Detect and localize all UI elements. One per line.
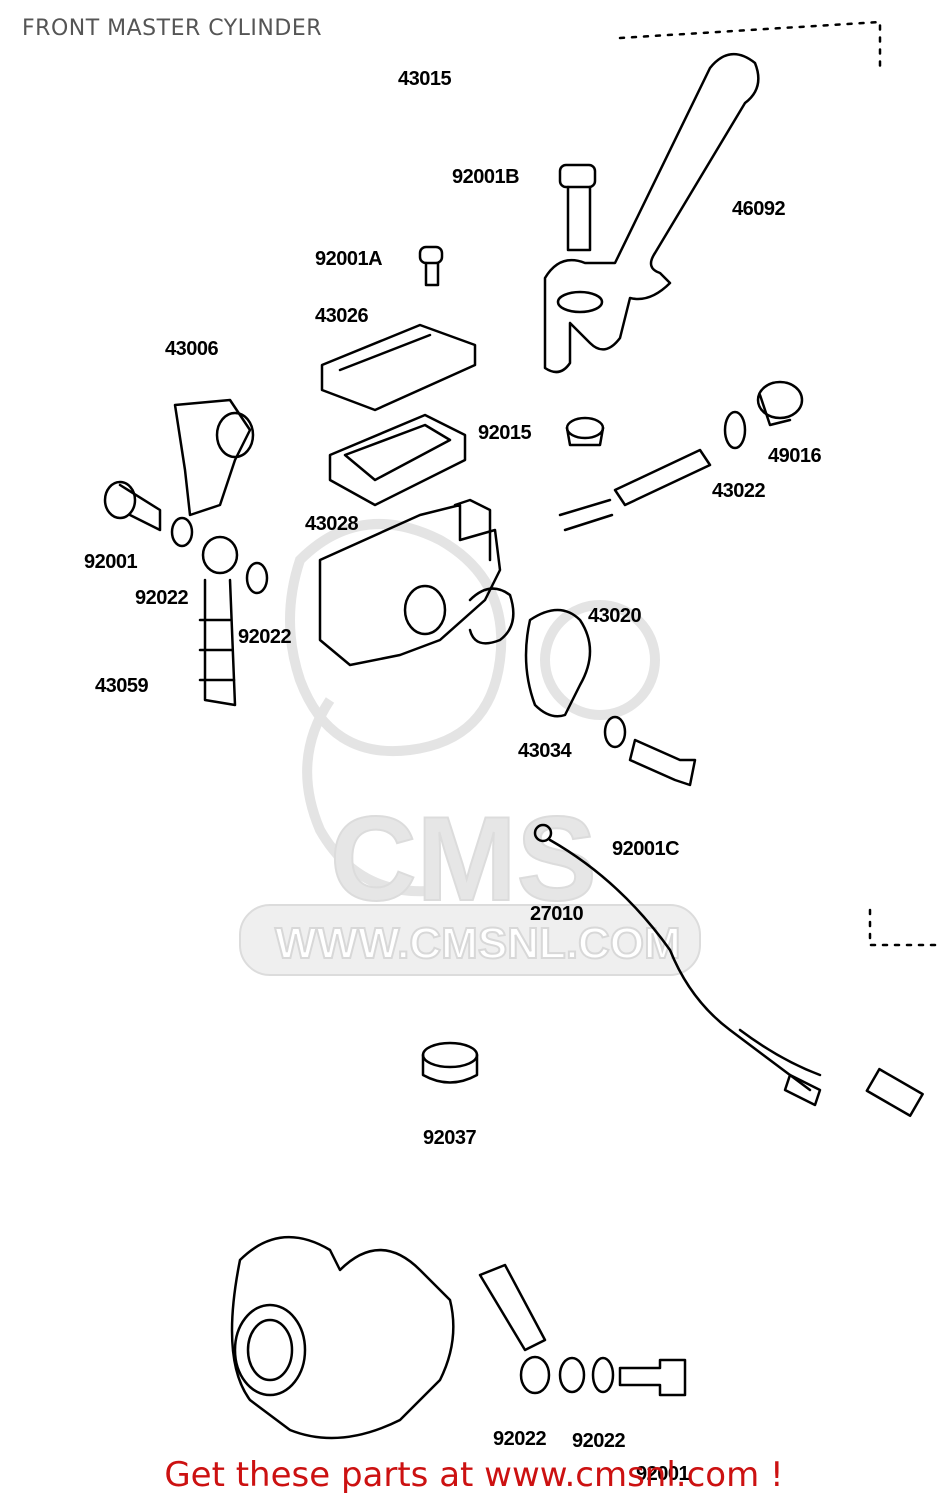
part-label-49016[interactable]: 49016 [768, 445, 822, 467]
part-label-43028[interactable]: 43028 [305, 513, 359, 535]
clamp-bolt [603, 715, 697, 787]
part-label-43006[interactable]: 43006 [165, 338, 219, 360]
banjo-bolt [103, 480, 194, 548]
part-label-43015[interactable]: 43015 [398, 68, 452, 90]
brake-hose [198, 535, 269, 707]
part-label-92022-upper-a[interactable]: 92022 [135, 587, 189, 609]
piston-assembly [558, 410, 747, 532]
grommet-92015 [565, 416, 605, 447]
part-label-92022-upper-b[interactable]: 92022 [238, 626, 292, 648]
master-cylinder-body [318, 498, 515, 667]
part-label-92001b[interactable]: 92001B [452, 166, 520, 188]
footer-promo-link[interactable]: Get these parts at www.cmsnl.com ! [164, 1455, 784, 1495]
svg-text:CMS: CMS [330, 792, 597, 926]
part-label-92001[interactable]: 92001 [84, 551, 138, 573]
screw-92001a [418, 245, 444, 287]
part-label-43059[interactable]: 43059 [95, 675, 149, 697]
part-label-43022[interactable]: 43022 [712, 480, 766, 502]
part-label-43034[interactable]: 43034 [518, 740, 572, 762]
lower-brake-hose [478, 1263, 687, 1397]
handlebar-clamp [524, 608, 592, 718]
brake-switch-wire [533, 823, 924, 1118]
svg-text:WWW.CMSNL.COM: WWW.CMSNL.COM [275, 919, 681, 968]
reservoir-cap [320, 323, 477, 412]
part-label-92037[interactable]: 92037 [423, 1127, 477, 1149]
page-title: FRONT MASTER CYLINDER [22, 16, 323, 41]
watermark-text: CMS WWW.CMSNL.COM [239, 791, 701, 976]
part-label-92015[interactable]: 92015 [478, 422, 532, 444]
hose-boot [173, 398, 255, 517]
bolt-92001b [558, 163, 597, 252]
watermark-logo [285, 519, 660, 897]
part-label-92001c[interactable]: 92001C [612, 838, 680, 860]
dust-seal [756, 380, 804, 427]
part-label-43026[interactable]: 43026 [315, 305, 369, 327]
part-label-43020[interactable]: 43020 [588, 605, 642, 627]
part-label-92001-lower[interactable]: 92001 [636, 1463, 690, 1485]
diaphragm [328, 413, 467, 507]
part-label-92022-lower-b[interactable]: 92022 [572, 1430, 626, 1452]
grommet-92037 [421, 1041, 479, 1084]
part-label-46092[interactable]: 46092 [732, 198, 786, 220]
part-label-27010[interactable]: 27010 [530, 903, 584, 925]
brake-lever [543, 53, 760, 374]
part-label-92001a[interactable]: 92001A [315, 248, 383, 270]
part-label-92022-lower-a[interactable]: 92022 [493, 1428, 547, 1450]
brake-caliper [230, 1235, 455, 1440]
